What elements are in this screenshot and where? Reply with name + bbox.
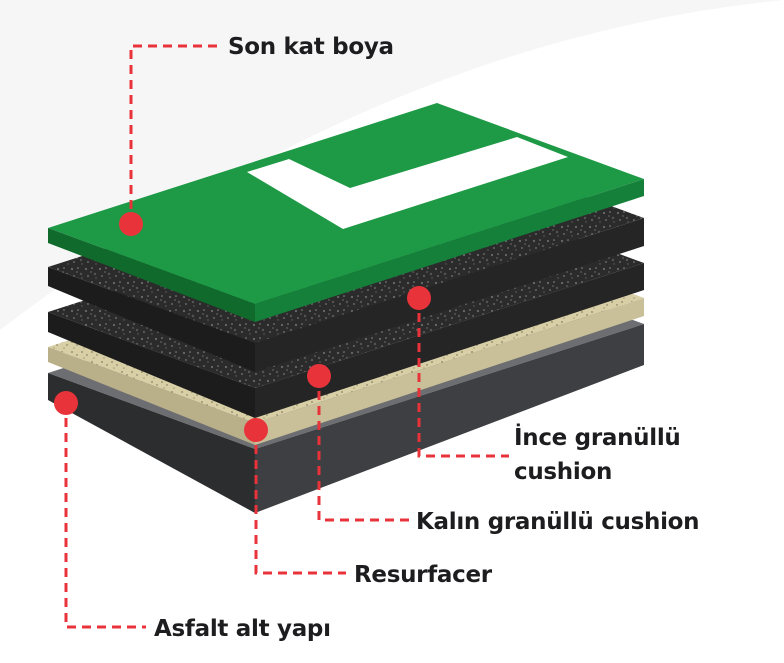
fine-cushion-label-line2: cushion	[514, 459, 613, 485]
fine-cushion-marker	[407, 286, 431, 310]
coarse-cushion-leader-line	[317, 376, 409, 522]
resurfacer-marker	[244, 418, 268, 442]
top-coat-layer	[48, 103, 644, 322]
asphalt-base-marker	[54, 391, 78, 415]
top-coat-marker	[119, 212, 143, 236]
resurfacer-leader-line	[254, 430, 346, 575]
asphalt-base-leader-line	[64, 403, 146, 629]
court-line-white	[247, 137, 568, 229]
asphalt-base-label: Asfalt alt yapı	[154, 616, 331, 642]
fine-cushion-label-line1: İnce granüllü	[514, 425, 681, 451]
resurfacer-label: Resurfacer	[354, 562, 492, 588]
coarse-cushion-marker	[307, 364, 331, 388]
fine-cushion-leader-line	[417, 298, 509, 458]
top-coat-label: Son kat boya	[228, 34, 394, 60]
coarse-cushion-label: Kalın granüllü cushion	[416, 509, 700, 535]
